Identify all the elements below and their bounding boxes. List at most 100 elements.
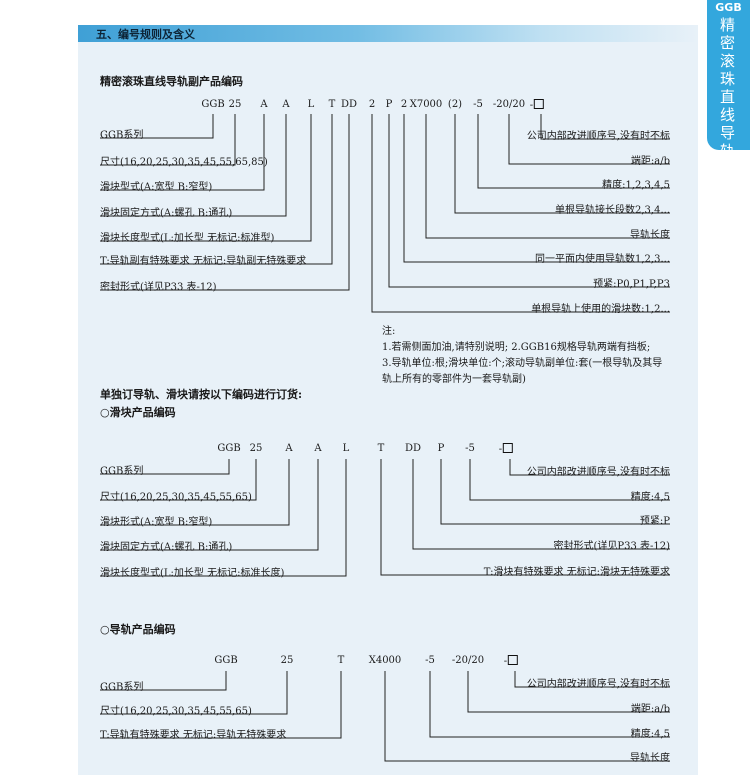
connector-line xyxy=(380,459,670,576)
code-segment: DD xyxy=(404,443,422,454)
connector-line xyxy=(429,671,670,738)
code-segment: 2 xyxy=(368,99,376,110)
right-label: 导轨长度 xyxy=(630,753,670,764)
code-segment: X7000 xyxy=(409,99,443,110)
left-label: GGB系列 xyxy=(100,682,144,693)
code-segment: A xyxy=(285,443,293,454)
connector-line xyxy=(467,671,670,713)
right-label: 精度:4,5 xyxy=(630,492,670,503)
code-segment: - xyxy=(504,655,519,667)
connector-line xyxy=(540,114,670,140)
left-label: 滑块固定方式(A:螺孔 B:通孔) xyxy=(100,208,233,219)
left-label: 尺寸(16,20,25,30,35,45,55,65,85) xyxy=(100,157,268,168)
revision-box-icon xyxy=(534,99,545,109)
left-label: GGB系列 xyxy=(100,466,144,477)
connector-line xyxy=(477,114,670,189)
revision-box-icon xyxy=(503,443,514,453)
right-label: 单根导轨上使用的滑块数:1,2... xyxy=(531,304,670,315)
right-label: 预紧:P0,P1,P,P3 xyxy=(593,279,670,290)
code-segment: GGB xyxy=(217,443,241,454)
code-segment: GGB xyxy=(214,655,238,666)
code-segment: 25 xyxy=(249,443,263,454)
left-label: 滑块长度型式(L:加长型 无标记:标准长度) xyxy=(100,568,285,579)
connector-line xyxy=(100,459,319,551)
code-segment: -5 xyxy=(465,443,475,454)
connector-line xyxy=(508,114,670,165)
connector-line xyxy=(100,114,312,242)
right-label: 密封形式(详见P33 表-12) xyxy=(553,541,670,552)
code-segment: T xyxy=(377,443,385,454)
code-segment: - xyxy=(499,443,514,455)
connector-line xyxy=(440,459,670,525)
right-label: 公司内部改进顺序号,没有时不标 xyxy=(526,679,670,690)
connector-line xyxy=(509,459,670,476)
left-label: 滑块固定方式(A:螺孔 B:通孔) xyxy=(100,542,233,553)
code-segment: L xyxy=(342,443,350,454)
right-label: 精度:1,2,3,4,5 xyxy=(602,180,670,191)
code-segment: -5 xyxy=(425,655,435,666)
right-label: 单根导轨接长段数2,3,4... xyxy=(555,205,670,216)
connector-line xyxy=(371,114,670,313)
left-label: 滑块形式(A:宽型 B:窄型) xyxy=(100,517,213,528)
code-segment: GGB xyxy=(201,99,225,110)
connector-line xyxy=(100,114,265,191)
code-segment: P xyxy=(437,443,445,454)
assembly-heading: 精密滚珠直线导轨副产品编码 xyxy=(100,75,243,88)
code-segment: 2 xyxy=(400,99,408,110)
code-segment: A xyxy=(282,99,290,110)
separate-order-heading: 单独订导轨、滑块请按以下编码进行订货: xyxy=(100,388,303,401)
code-segment: -5 xyxy=(473,99,483,110)
side-tab-brand: GGB xyxy=(715,1,742,14)
code-segment: T xyxy=(337,655,345,666)
note-line: 1.若需侧面加油,请特别说明; 2.GGB16规格导轨两端有挡板; xyxy=(382,342,651,353)
left-label: T:导轨副有特殊要求 无标记:导轨副无特殊要求 xyxy=(100,256,307,267)
connector-line xyxy=(100,671,288,715)
connector-line xyxy=(100,114,333,265)
left-label: 滑块型式(A:宽型 B:窄型) xyxy=(100,182,213,193)
connector-line xyxy=(100,114,236,166)
connector-line xyxy=(412,459,670,550)
note-line: 3.导轨单位:根;滑块单位:个;滚动导轨副单位:套(一根导轨及其导 xyxy=(382,358,663,369)
code-segment: 25 xyxy=(280,655,294,666)
connector-line xyxy=(469,459,670,501)
content-panel xyxy=(78,40,698,775)
code-segment: DD xyxy=(340,99,358,110)
code-segment: -20/20 xyxy=(451,655,485,666)
side-tab-title: 精密滚珠直线导轨副 xyxy=(720,16,736,178)
code-segment: T xyxy=(328,99,336,110)
connector-line xyxy=(100,114,350,291)
connector-line xyxy=(454,114,670,214)
right-label: 公司内部改进顺序号,没有时不标 xyxy=(526,131,670,142)
code-segment: -20/20 xyxy=(492,99,526,110)
left-label: 尺寸(16,20,25,30,35,45,55,65) xyxy=(100,492,252,503)
code-segment: A xyxy=(314,443,322,454)
rail-heading: ○导轨产品编码 xyxy=(100,623,176,636)
side-tab: GGB 精密滚珠直线导轨副 xyxy=(707,0,750,178)
connector-line xyxy=(100,459,230,475)
revision-box-icon xyxy=(508,655,519,665)
left-label: GGB系列 xyxy=(100,130,144,141)
code-segment: (2) xyxy=(447,99,463,110)
connector-line xyxy=(100,459,290,526)
right-label: 同一平面内使用导轨数1,2,3... xyxy=(535,254,670,265)
right-label: 精度:4,5 xyxy=(630,729,670,740)
connector-line xyxy=(100,671,342,739)
right-label: 预紧:P xyxy=(639,516,670,527)
right-label: 公司内部改进顺序号,没有时不标 xyxy=(526,467,670,478)
connector-line xyxy=(403,114,670,263)
block-heading: ○滑块产品编码 xyxy=(100,406,176,419)
connector-line xyxy=(100,459,257,501)
connector-line xyxy=(100,114,214,139)
left-label: 密封形式(详见P33 表-12) xyxy=(100,282,217,293)
connector-line xyxy=(425,114,670,239)
left-label: 尺寸(16,20,25,30,35,45,55,65) xyxy=(100,706,252,717)
code-segment: - xyxy=(530,99,545,111)
connector-line xyxy=(384,671,670,762)
left-label: 滑块长度型式(L:加长型 无标记:标准型) xyxy=(100,233,275,244)
right-label: 端距:a/b xyxy=(630,156,670,167)
code-segment: 25 xyxy=(228,99,242,110)
code-segment: X4000 xyxy=(368,655,402,666)
connector-line xyxy=(100,114,287,217)
